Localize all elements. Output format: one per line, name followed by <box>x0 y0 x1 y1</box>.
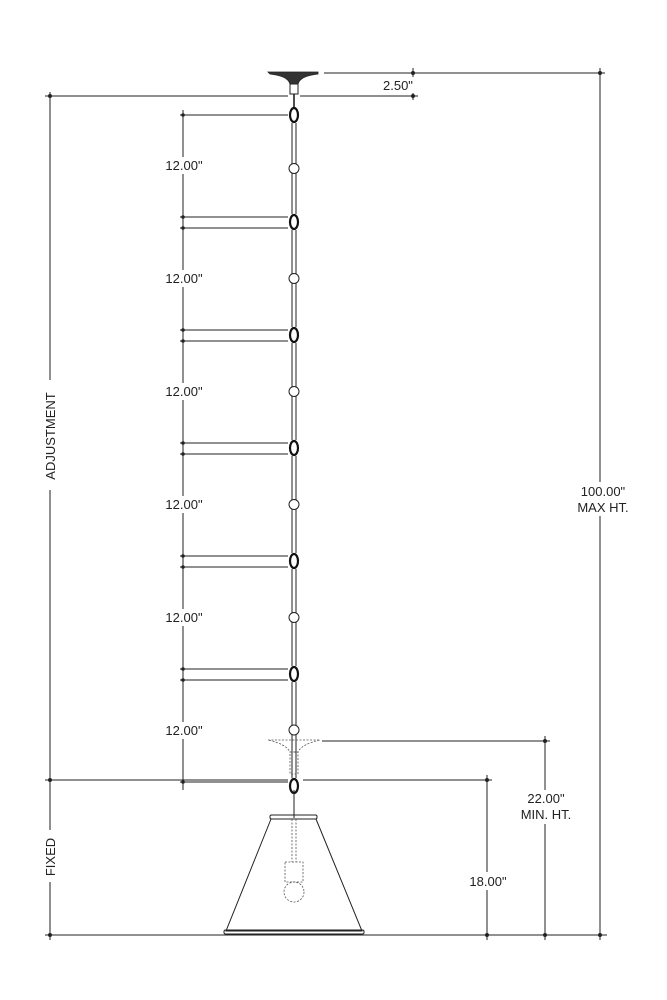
rod-ball <box>288 612 300 623</box>
chain-link <box>288 106 300 124</box>
bulb <box>283 881 305 903</box>
max-height-label: MAX HT. <box>577 500 628 515</box>
lamp-shade <box>223 790 365 935</box>
canopy <box>267 71 319 95</box>
chain-link <box>288 665 300 683</box>
chain-link <box>288 552 300 570</box>
adjustment-label: ADJUSTMENT <box>43 392 58 479</box>
min-height-value: 22.00" <box>527 791 565 806</box>
segment-dimension: 12.00" <box>165 497 203 512</box>
fixed-height-value: 18.00" <box>469 874 507 889</box>
chain-link <box>288 326 300 344</box>
min-height-label: MIN. HT. <box>521 807 572 822</box>
fixed-label: FIXED <box>43 838 58 876</box>
chain <box>288 94 300 795</box>
max-height-value: 100.00" <box>581 484 626 499</box>
segment-dimension: 12.00" <box>165 384 203 399</box>
socket <box>284 861 304 883</box>
rod-ball <box>288 163 300 174</box>
chain-link <box>288 439 300 457</box>
segment-dimension: 12.00" <box>165 158 203 173</box>
segment-dimension: 12.00" <box>165 723 203 738</box>
min-position-canopy <box>267 739 321 775</box>
canopy-dimension: 2.50" <box>383 78 413 93</box>
rod-ball <box>288 386 300 397</box>
chain-link <box>288 213 300 231</box>
segment-dimension: 12.00" <box>165 610 203 625</box>
rod-ball <box>288 273 300 284</box>
rod-ball <box>288 724 300 736</box>
segment-ticks <box>180 113 288 784</box>
segment-dimension: 12.00" <box>165 271 203 286</box>
rod-ball <box>288 499 300 510</box>
